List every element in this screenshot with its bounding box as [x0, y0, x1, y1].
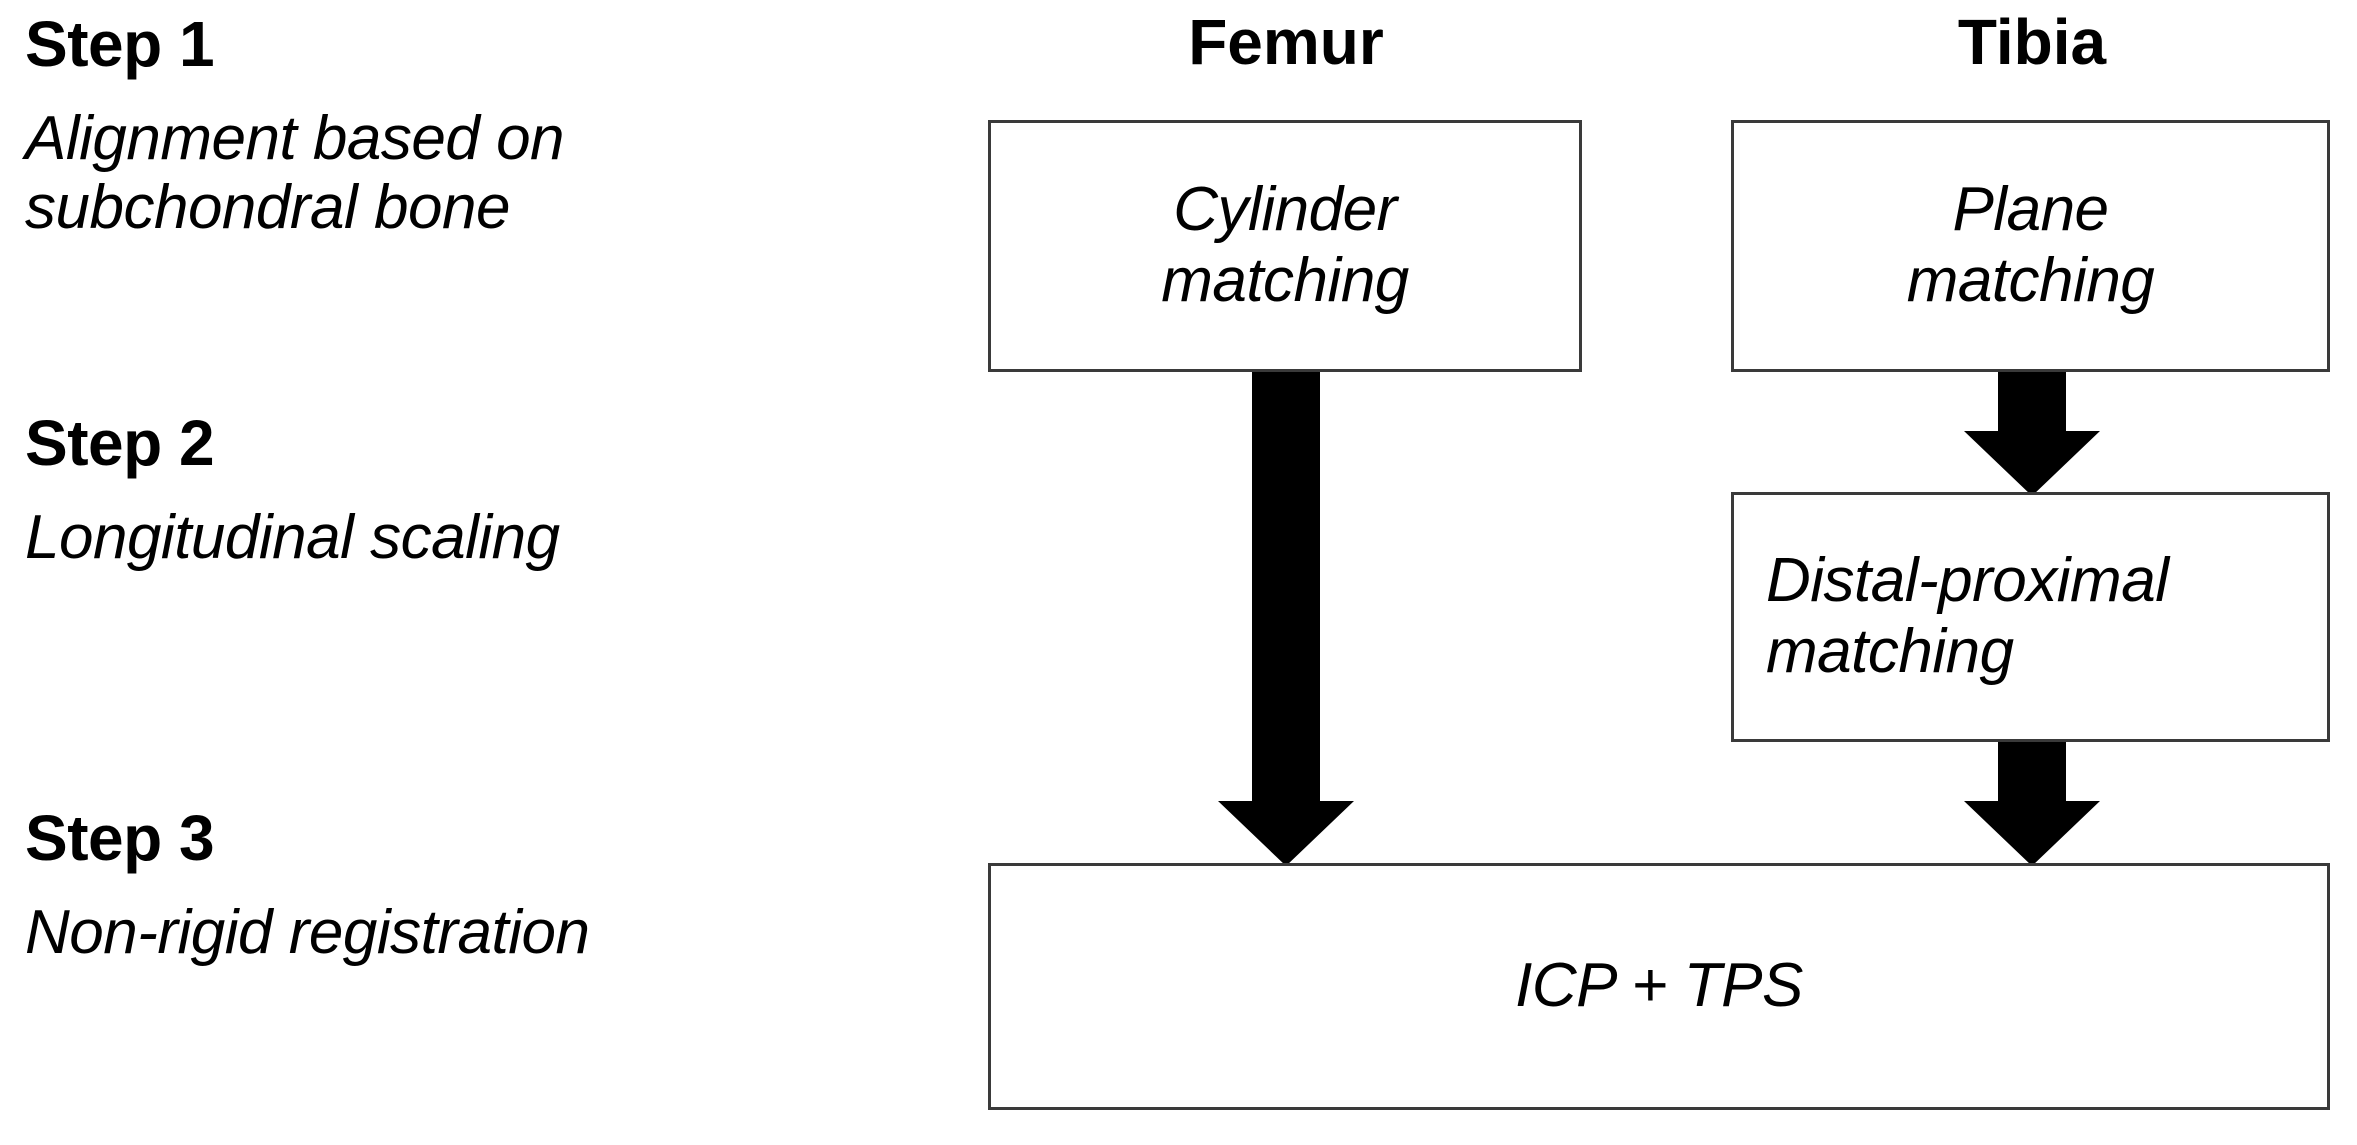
- column-header-tibia: Tibia: [1957, 6, 2107, 78]
- arrow-cylinder-to-icp-icon: [1218, 368, 1354, 866]
- node-distal-proximal-matching-label: Distal-proximal matching: [1766, 546, 2169, 686]
- node-cylinder-matching[interactable]: Cylinder matching: [988, 120, 1582, 372]
- node-distal-proximal-matching[interactable]: Distal-proximal matching: [1731, 492, 2330, 742]
- step-1-description: Alignment based on subchondral bone: [25, 104, 565, 243]
- column-header-femur: Femur: [1188, 6, 1384, 78]
- step-3-title: Step 3: [25, 802, 215, 874]
- step-2-description: Longitudinal scaling: [25, 503, 560, 572]
- step-2-title: Step 2: [25, 407, 215, 479]
- node-plane-matching-label: Plane matching: [1906, 175, 2155, 315]
- arrow-plane-to-distal-proximal-icon: [1964, 368, 2100, 496]
- node-cylinder-matching-label: Cylinder matching: [1161, 175, 1409, 315]
- node-icp-tps-label: ICP + TPS: [1515, 951, 1803, 1021]
- node-icp-tps[interactable]: ICP + TPS: [988, 863, 2330, 1110]
- step-1-title: Step 1: [25, 8, 215, 80]
- arrow-distal-proximal-to-icp-icon: [1964, 738, 2100, 866]
- step-3-description: Non-rigid registration: [25, 898, 590, 967]
- node-plane-matching[interactable]: Plane matching: [1731, 120, 2330, 372]
